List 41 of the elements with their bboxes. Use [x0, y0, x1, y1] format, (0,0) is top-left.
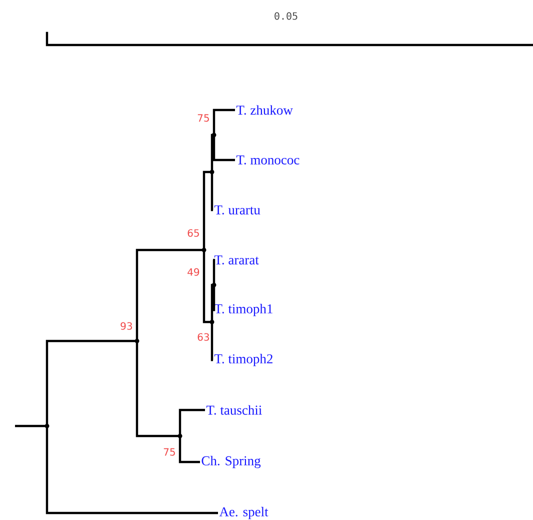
tree-branch	[212, 135, 235, 162]
tree-branch	[202, 170, 212, 250]
branch-point	[178, 434, 182, 438]
bootstrap-value: 93	[120, 322, 132, 330]
taxon-label: T. urartu	[214, 205, 260, 215]
taxon-label: T. ararat	[214, 255, 259, 265]
tree-branch	[178, 436, 200, 464]
taxon-label: Ch. Spring	[202, 456, 261, 468]
taxon-label: T. timoph2	[214, 354, 272, 366]
tree-branch	[46, 426, 218, 514]
taxon-label: T. zhukow	[236, 105, 293, 115]
tree-branch	[178, 408, 205, 436]
bootstrap-value: 75	[164, 448, 175, 456]
tree-branch	[210, 172, 214, 212]
taxon-label: Ae. spelt	[219, 506, 268, 520]
tree-branch	[212, 285, 216, 312]
taxon-label: T. timoph1	[214, 304, 272, 316]
branch-point	[44, 424, 50, 428]
tree-branch	[46, 340, 137, 426]
scale-label: 0.05	[274, 12, 298, 20]
tree-branch	[136, 248, 204, 341]
tree-branch	[212, 108, 235, 135]
tree-branch	[210, 322, 214, 362]
branch-point	[210, 320, 214, 324]
branch-point	[212, 282, 216, 288]
tree-branch	[202, 250, 212, 324]
tree-branch	[210, 134, 214, 172]
bootstrap-value: 49	[188, 268, 200, 276]
tree-branch	[212, 258, 216, 285]
tree-branch	[15, 424, 47, 428]
branch-point	[212, 132, 216, 138]
bootstrap-value: 75	[198, 114, 209, 122]
branch-point	[134, 338, 140, 344]
branch-point	[210, 170, 214, 174]
bootstrap-value: 65	[188, 229, 199, 237]
taxon-label: T. monococ	[236, 155, 300, 165]
branch-point	[202, 248, 206, 252]
tree-branch	[210, 284, 214, 322]
tree-branch	[136, 341, 180, 438]
bootstrap-value: 63	[198, 333, 209, 341]
taxon-label: T. tauschii	[206, 405, 262, 415]
